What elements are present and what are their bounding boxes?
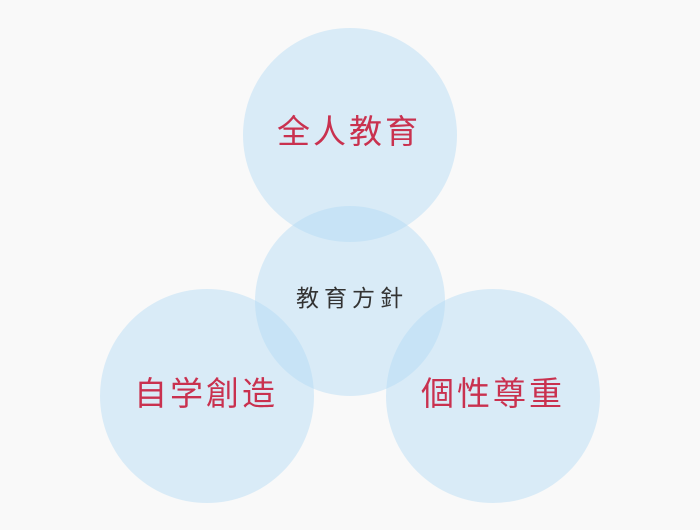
label-holistic-education: 全人教育 [277,112,421,151]
circle-respect-individuality [386,289,600,503]
circle-self-learning-creation [100,289,314,503]
circle-education-policy [255,206,445,396]
label-education-policy: 教育方針 [296,286,408,312]
circle-holistic-education [243,28,457,242]
label-respect-individuality: 個性尊重 [421,374,565,413]
label-self-learning-creation: 自学創造 [134,374,278,413]
